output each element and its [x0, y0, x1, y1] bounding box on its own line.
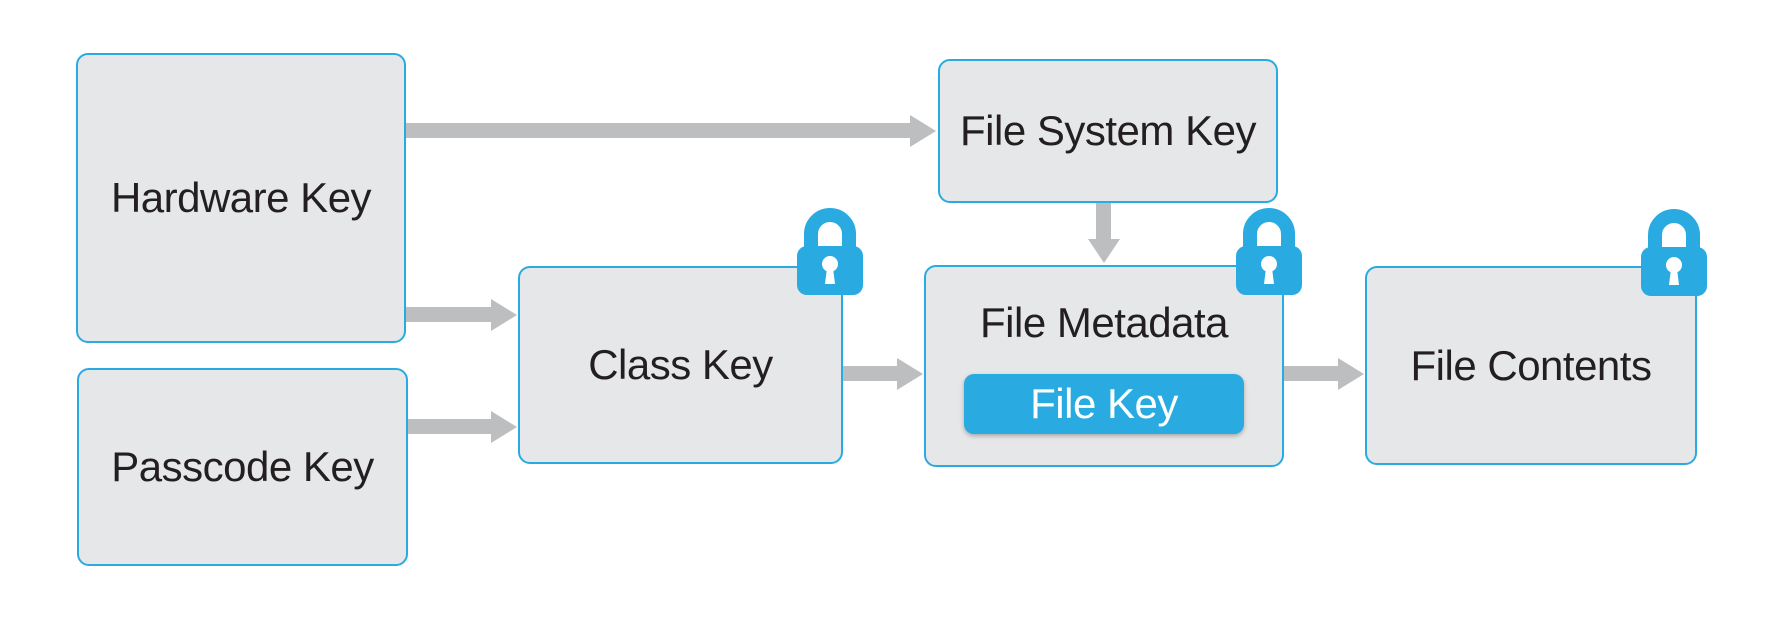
node-label: Class Key [588, 341, 773, 388]
arrow-head-icon [1338, 358, 1364, 390]
node-class-key: Class Key [518, 266, 843, 464]
node-label: Hardware Key [110, 174, 372, 221]
arrow-shaft [843, 366, 897, 381]
arrow-head-icon [491, 411, 517, 443]
node-label: File System Key [960, 107, 1256, 154]
file-key-badge: File Key [964, 373, 1244, 434]
node-hardware-key: Hardware Key [76, 53, 406, 343]
lock-icon [1641, 209, 1707, 296]
node-label: File Metadata [980, 298, 1228, 346]
node-label: File Contents [1410, 341, 1652, 389]
lock-icon [797, 208, 863, 295]
lock-icon [1236, 208, 1302, 295]
node-label: Passcode Key [111, 443, 374, 490]
arrow-head-icon [491, 299, 517, 331]
node-passcode-key: Passcode Key [77, 368, 408, 566]
arrow-head-icon [897, 358, 923, 390]
arrow-shaft [406, 307, 491, 322]
arrow-head-icon [1088, 239, 1120, 263]
arrow-head-icon [910, 115, 936, 147]
file-key-label: File Key [1030, 379, 1178, 427]
node-file-metadata: File Metadata File Key [924, 265, 1284, 467]
arrow-shaft [406, 419, 491, 434]
arrow-shaft [1096, 203, 1111, 239]
arrow-shaft [1284, 366, 1338, 381]
node-file-contents: File Contents [1365, 266, 1697, 465]
arrow-shaft [406, 123, 910, 138]
node-file-system-key: File System Key [938, 59, 1278, 203]
